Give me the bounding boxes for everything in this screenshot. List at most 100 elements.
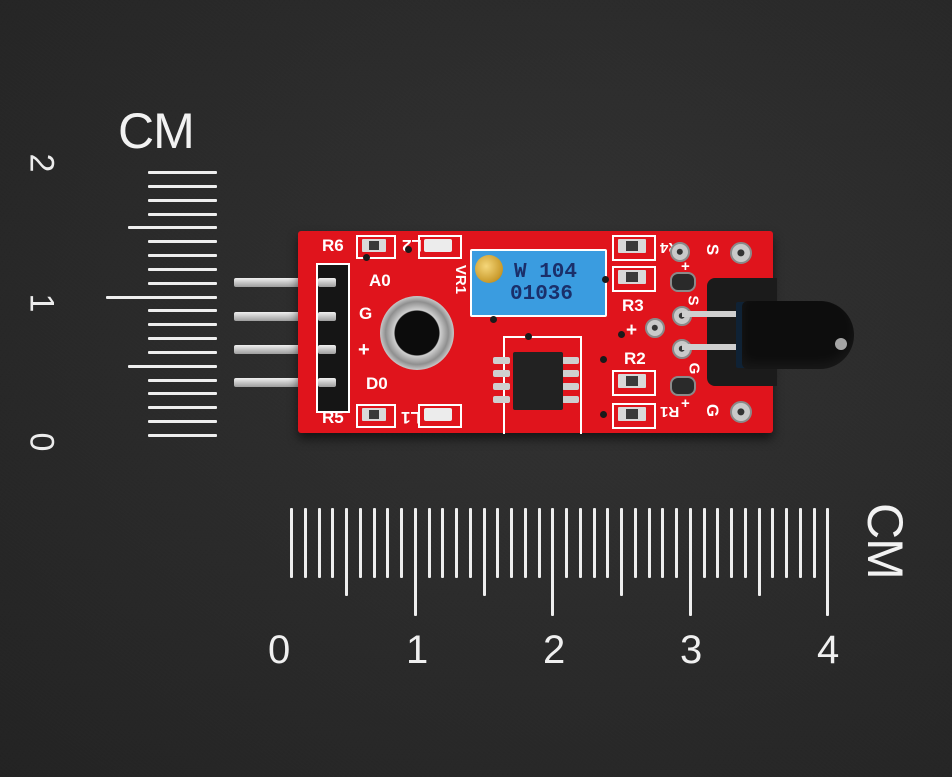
label-s-sensor: S <box>684 295 702 306</box>
vertical-ruler-tick <box>148 267 217 271</box>
horizontal-ruler-unit-label: CM <box>857 503 913 579</box>
label-g-right: G <box>703 403 723 418</box>
vertical-ruler-tick <box>128 364 217 368</box>
l2-outline <box>418 235 462 259</box>
horizontal-ruler-tick <box>730 508 733 578</box>
led-l1 <box>424 408 452 421</box>
horizontal-ruler-tick <box>716 508 720 578</box>
horizontal-ruler-tick <box>468 508 472 578</box>
horizontal-ruler-tick <box>702 508 706 578</box>
horizontal-ruler-tick <box>592 508 596 578</box>
vertical-ruler-tick <box>148 240 217 244</box>
horizontal-ruler-number-1: 1 <box>406 628 429 672</box>
vertical-ruler-tick <box>106 295 217 299</box>
header-pin-a0-inner <box>318 278 336 287</box>
vertical-ruler-unit-label: CM <box>118 103 195 159</box>
resistor-r2 <box>618 374 646 388</box>
via <box>602 276 609 283</box>
horizontal-ruler-number-0: 0 <box>268 628 291 672</box>
pad-top <box>670 242 690 262</box>
label-r6: R6 <box>322 236 344 255</box>
horizontal-ruler-tick <box>523 508 527 578</box>
horizontal-ruler-tick <box>688 508 692 616</box>
horizontal-ruler-tick <box>812 508 816 578</box>
comparator-ic <box>513 352 563 410</box>
label-r2: R2 <box>624 349 646 368</box>
r6-outline <box>356 235 396 259</box>
horizontal-ruler-tick <box>290 508 293 578</box>
l1-outline <box>418 404 462 428</box>
label-s-right: S <box>703 243 723 256</box>
potentiometer-label-line1: W 104 <box>514 261 578 284</box>
horizontal-ruler-tick <box>496 508 500 578</box>
vertical-ruler-tick <box>148 309 217 313</box>
header-pin-d0-inner <box>318 378 336 387</box>
horizontal-ruler-tick <box>578 508 582 578</box>
via <box>405 246 412 253</box>
horizontal-ruler-tick <box>358 508 362 578</box>
horizontal-ruler-tick <box>400 508 403 578</box>
vertical-ruler-number-1: 1 <box>22 293 61 313</box>
vertical-ruler-tick <box>148 184 217 188</box>
led-l2 <box>424 239 452 252</box>
ir-flame-sensor <box>742 301 854 369</box>
horizontal-ruler-tick <box>441 508 445 578</box>
via <box>600 356 607 363</box>
horizontal-ruler-number-3: 3 <box>680 628 703 672</box>
resistor-r5 <box>362 408 386 421</box>
pin-label-a0: A0 <box>369 271 391 290</box>
ic-leg <box>562 357 579 364</box>
vertical-ruler-tick <box>148 392 217 396</box>
pad-sensor-g-alt <box>670 376 696 396</box>
ic-leg <box>562 396 579 403</box>
header-pin-g <box>234 312 334 321</box>
via <box>363 254 370 261</box>
ic-leg <box>493 357 510 364</box>
r5-outline <box>356 404 396 428</box>
horizontal-ruler-tick <box>647 508 651 578</box>
horizontal-ruler-tick <box>427 508 431 578</box>
potentiometer-adjust-screw[interactable] <box>475 255 503 283</box>
horizontal-ruler-tick <box>798 508 802 578</box>
pad-g-right <box>730 401 752 423</box>
horizontal-ruler-tick <box>386 508 390 578</box>
sensor-leg-g <box>682 344 742 350</box>
horizontal-ruler-tick <box>317 508 321 578</box>
horizontal-ruler-tick <box>633 508 637 578</box>
ic-leg <box>493 370 510 377</box>
pad-s-right <box>730 242 752 264</box>
horizontal-ruler-tick <box>413 508 417 616</box>
label-plus-mid: + <box>626 320 638 341</box>
vertical-ruler-tick <box>148 281 217 285</box>
horizontal-ruler-tick <box>551 508 555 616</box>
r3-outline <box>612 266 656 292</box>
label-plus-bottom: + <box>681 395 690 412</box>
ic-leg <box>562 370 579 377</box>
horizontal-ruler-number-4: 4 <box>817 628 840 672</box>
horizontal-ruler-tick <box>757 508 761 596</box>
vertical-ruler-tick <box>148 378 217 382</box>
horizontal-ruler-tick <box>482 508 486 596</box>
horizontal-ruler-tick <box>661 508 665 578</box>
mounting-hole <box>380 296 454 370</box>
vertical-ruler-tick <box>148 420 217 424</box>
vertical-ruler-number-0: 0 <box>22 432 61 452</box>
header-pin-a0 <box>234 278 334 287</box>
ic-leg <box>493 383 510 390</box>
pad-sensor-s-alt <box>670 272 696 292</box>
horizontal-ruler-number-2: 2 <box>543 628 566 672</box>
horizontal-ruler-tick <box>372 508 376 578</box>
horizontal-ruler-tick <box>743 508 747 578</box>
horizontal-ruler-tick <box>455 508 458 578</box>
r1-outline <box>612 403 656 429</box>
resistor-r1 <box>618 407 646 421</box>
horizontal-ruler-tick <box>565 508 568 578</box>
vertical-ruler-tick <box>148 198 217 202</box>
pin-label-plus: + <box>358 339 370 361</box>
horizontal-ruler-tick <box>303 508 307 578</box>
via <box>490 316 497 323</box>
vertical-ruler-tick <box>148 212 217 216</box>
header-pin-plus-inner <box>318 345 336 354</box>
via <box>525 333 532 340</box>
horizontal-ruler-tick <box>826 508 830 616</box>
